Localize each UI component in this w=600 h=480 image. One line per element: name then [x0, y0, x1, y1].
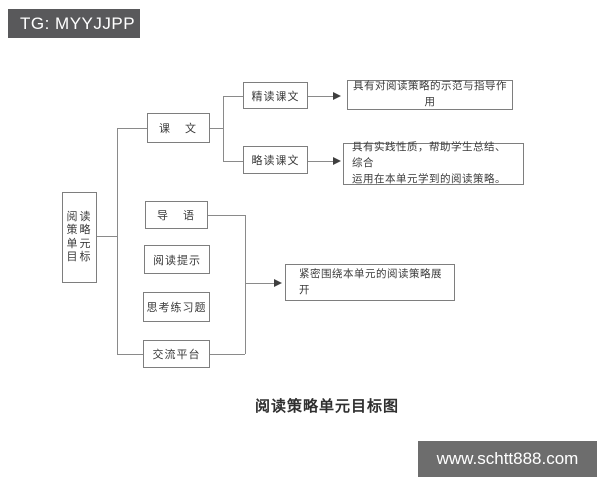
root-node-line1: 阅读: [66, 210, 93, 223]
root-node-line3: 单元: [66, 237, 93, 250]
connector-root-stub: [97, 236, 118, 237]
site-watermark: www.schtt888.com: [418, 441, 597, 477]
node-kewen: 课 文: [147, 113, 210, 143]
tg-watermark-label: TG: MYYJJPP: [8, 9, 140, 38]
connector-to-jingdu: [223, 96, 243, 97]
connector-left-trunk: [117, 128, 118, 355]
connector-to-kewen: [117, 128, 147, 129]
arrowhead-combined-note-icon: [274, 279, 282, 287]
connector-daoyu-out: [208, 215, 245, 216]
connector-jiaoliu-out: [210, 354, 245, 355]
arrow-line-combined-note: [245, 283, 275, 284]
note-lvedu-role-line2: 运用在本单元学到的阅读策略。: [352, 174, 506, 185]
connector-kewen-fork: [223, 96, 224, 161]
note-lvedu-role-line1: 具有实践性质，帮助学生总结、综合: [352, 142, 506, 169]
root-node-reading-strategy-unit-goal: 阅读 策略 单元 目标: [62, 192, 97, 283]
connector-right-trunk: [245, 215, 246, 354]
connector-to-lvedu: [223, 161, 243, 162]
root-node-line2: 策略: [66, 224, 93, 236]
note-combined-role: 紧密围绕本单元的阅读策略展开: [285, 264, 455, 301]
arrowhead-jingdu-note-icon: [333, 92, 341, 100]
node-jingdu-kewen: 精读课文: [243, 82, 308, 109]
arrow-line-lvedu-note: [308, 161, 334, 162]
connector-to-jiaoliu-left: [117, 354, 143, 355]
note-jingdu-role-text: 具有对阅读策略的示范与指导作用: [353, 81, 507, 108]
node-jiaoliu-pingtai: 交流平台: [143, 340, 210, 368]
arrowhead-lvedu-note-icon: [333, 157, 341, 165]
root-node-line4: 目标: [66, 251, 93, 263]
node-daoyu: 导 语: [145, 201, 208, 229]
note-jingdu-role: 具有对阅读策略的示范与指导作用: [347, 80, 513, 110]
node-yuedu-tishi: 阅读提示: [144, 245, 210, 274]
node-lvedu-kewen: 略读课文: [243, 146, 308, 174]
node-sikao-lianxiti: 思考练习题: [143, 292, 210, 322]
connector-kewen-out: [210, 128, 223, 129]
diagram-caption: 阅读策略单元目标图: [255, 399, 400, 415]
arrow-line-jingdu-note: [308, 96, 334, 97]
note-lvedu-role: 具有实践性质，帮助学生总结、综合 运用在本单元学到的阅读策略。: [343, 142, 524, 185]
note-combined-role-text: 紧密围绕本单元的阅读策略展开: [299, 268, 442, 296]
